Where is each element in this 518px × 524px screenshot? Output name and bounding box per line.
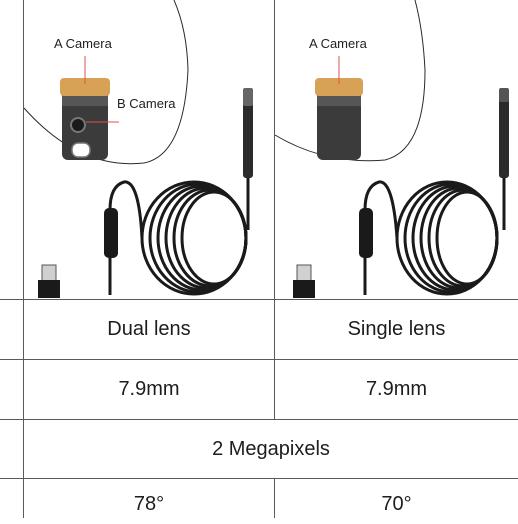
callout-b-camera-dual: B Camera — [117, 96, 176, 111]
grid-left-border — [23, 0, 24, 518]
diameter-dual: 7.9mm — [118, 378, 180, 400]
grid-row-line-2 — [0, 359, 518, 360]
resolution-shared: 2 Megapixels — [212, 437, 330, 460]
grid-row-line-4 — [0, 478, 518, 479]
view-angle-single: 70° — [381, 492, 412, 515]
lens-type-dual: Dual lens — [107, 318, 191, 340]
lens-type-single: Single lens — [347, 318, 446, 340]
grid-mid-divider-top — [274, 0, 275, 360]
dual-endoscope-icon — [23, 0, 253, 298]
callout-a-camera-dual: A Camera — [54, 36, 112, 51]
single-endoscope-icon — [274, 0, 509, 298]
callout-a-camera-single: A Camera — [309, 36, 367, 51]
product-image-dual: A Camera B Camera — [23, 0, 274, 299]
product-image-single: A Camera — [274, 0, 518, 299]
grid-row-line-3 — [0, 419, 518, 420]
grid-mid-divider-bottom — [274, 478, 275, 518]
view-angle-dual: 78° — [133, 492, 165, 515]
grid-mid-divider-row3 — [274, 359, 275, 419]
diameter-single: 7.9mm — [365, 378, 428, 400]
grid-row-line-1 — [0, 299, 518, 300]
